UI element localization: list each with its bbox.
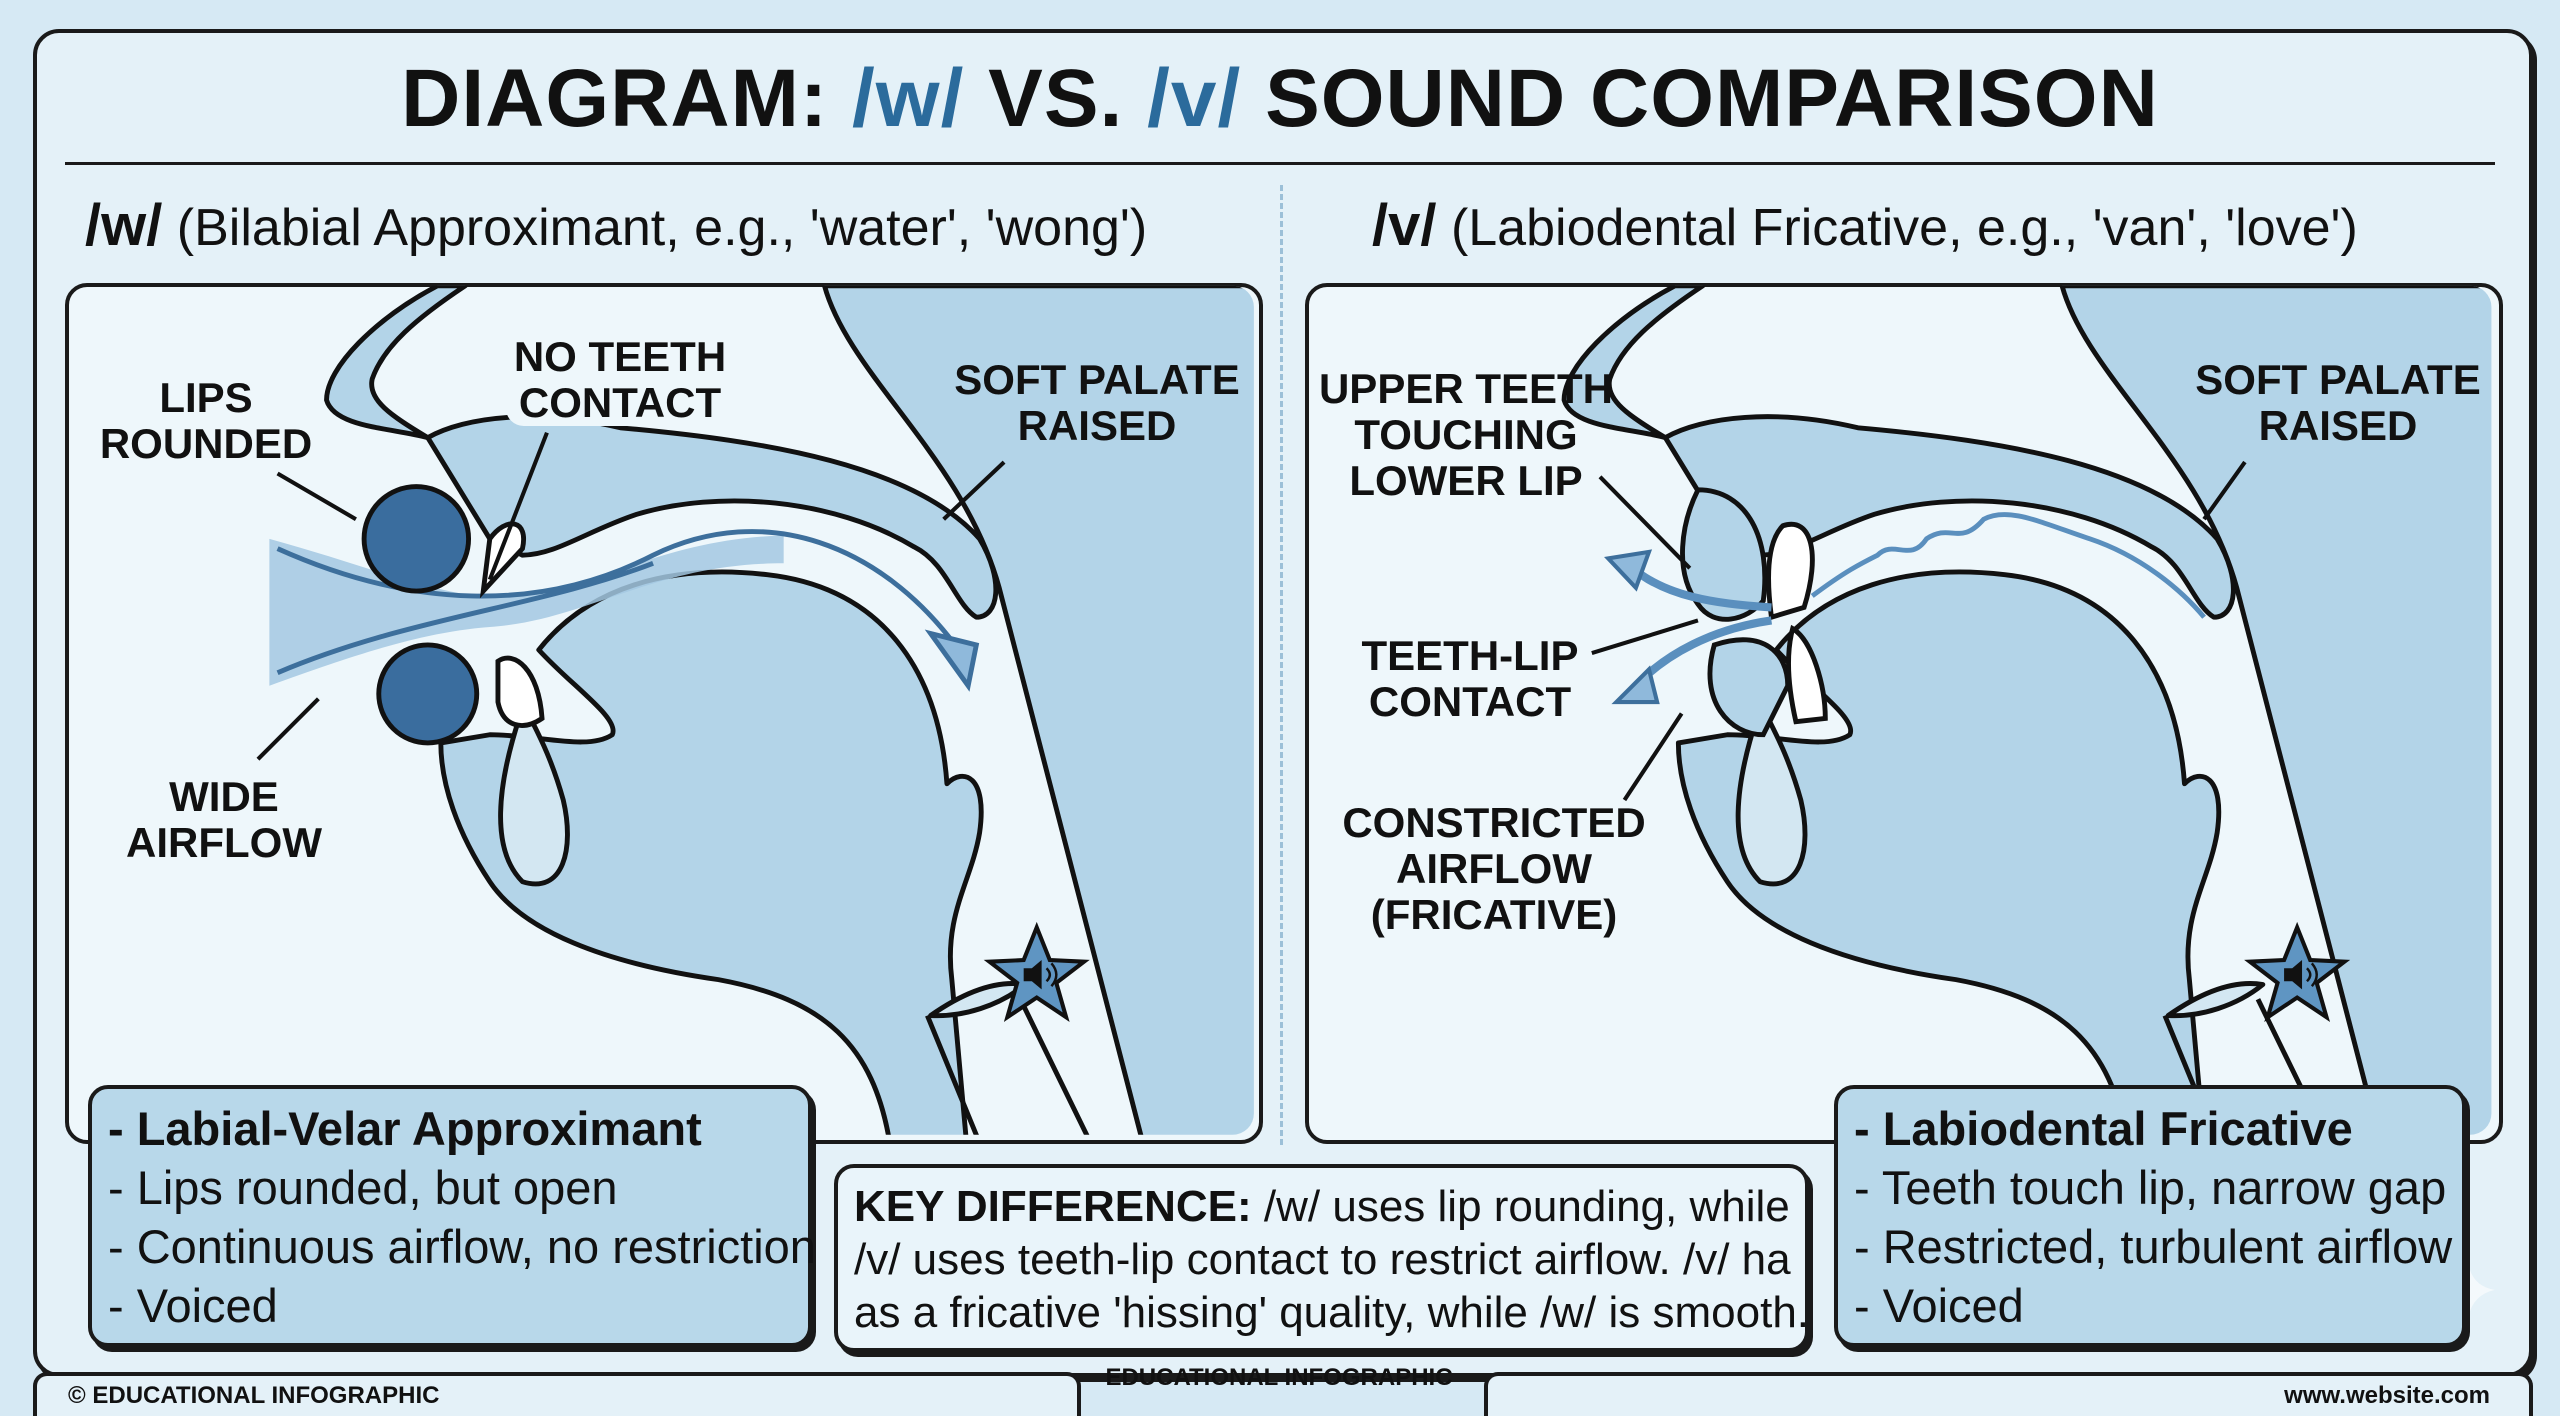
upper-tooth-touching-lip bbox=[1766, 521, 1815, 621]
v-summary-box: - Labiodental Fricative - Teeth touch li… bbox=[1834, 1085, 2466, 1347]
sparkle-icon bbox=[2442, 1265, 2495, 1316]
v-summary-item: - Teeth touch lip, narrow gap bbox=[1854, 1161, 2447, 1214]
lower-lip bbox=[1707, 637, 1791, 738]
footer-center-label: EDUCATIONAL INFOGRAPHIC bbox=[1105, 1364, 1453, 1391]
upper-lip bbox=[1680, 487, 1768, 622]
key-difference-box: KEY DIFFERENCE: /w/ uses lip rounding, w… bbox=[834, 1164, 1809, 1352]
v-summary-item: - Restricted, turbulent airflow bbox=[1854, 1220, 2453, 1273]
w-summary-item: - Lips rounded, but open bbox=[108, 1161, 618, 1214]
lower-lip-rounded bbox=[376, 642, 480, 746]
title-divider bbox=[65, 162, 2495, 165]
page-title: DIAGRAM: /w/ VS. /v/ SOUND COMPARISON bbox=[401, 53, 2159, 144]
left-subtitle: /w/ (Bilabial Approximant, e.g., 'water'… bbox=[85, 193, 1148, 258]
w-summary-heading: - Labial-Velar Approximant bbox=[108, 1102, 702, 1155]
upper-lip-rounded bbox=[361, 484, 472, 594]
w-summary-item: - Voiced bbox=[108, 1279, 278, 1332]
voice-star-speaker-icon bbox=[989, 927, 1084, 1017]
footer-website-link[interactable]: www.website.com bbox=[2284, 1382, 2490, 1409]
lower-tooth bbox=[1786, 624, 1828, 725]
right-subtitle: /v/ (Labiodental Fricative, e.g., 'van',… bbox=[1372, 193, 2358, 258]
wide-airflow-shape bbox=[269, 535, 784, 686]
leader-lines bbox=[256, 431, 1006, 761]
turbulent-airflow-line bbox=[1810, 512, 2206, 619]
v-summary-heading: - Labiodental Fricative bbox=[1854, 1102, 2353, 1155]
v-summary-item: - Voiced bbox=[1854, 1279, 2024, 1332]
lower-tooth bbox=[495, 655, 545, 728]
footer-copyright: © EDUCATIONAL INFOGRAPHIC bbox=[68, 1382, 440, 1409]
leader-lines bbox=[1591, 460, 2247, 802]
w-summary-box: - Labial-Velar Approximant - Lips rounde… bbox=[88, 1085, 816, 1347]
panel-divider bbox=[1280, 185, 1283, 1145]
w-vocal-tract bbox=[256, 286, 1257, 1143]
w-summary-item: - Continuous airflow, no restriction bbox=[108, 1220, 816, 1273]
v-vocal-tract bbox=[1564, 286, 2495, 1143]
